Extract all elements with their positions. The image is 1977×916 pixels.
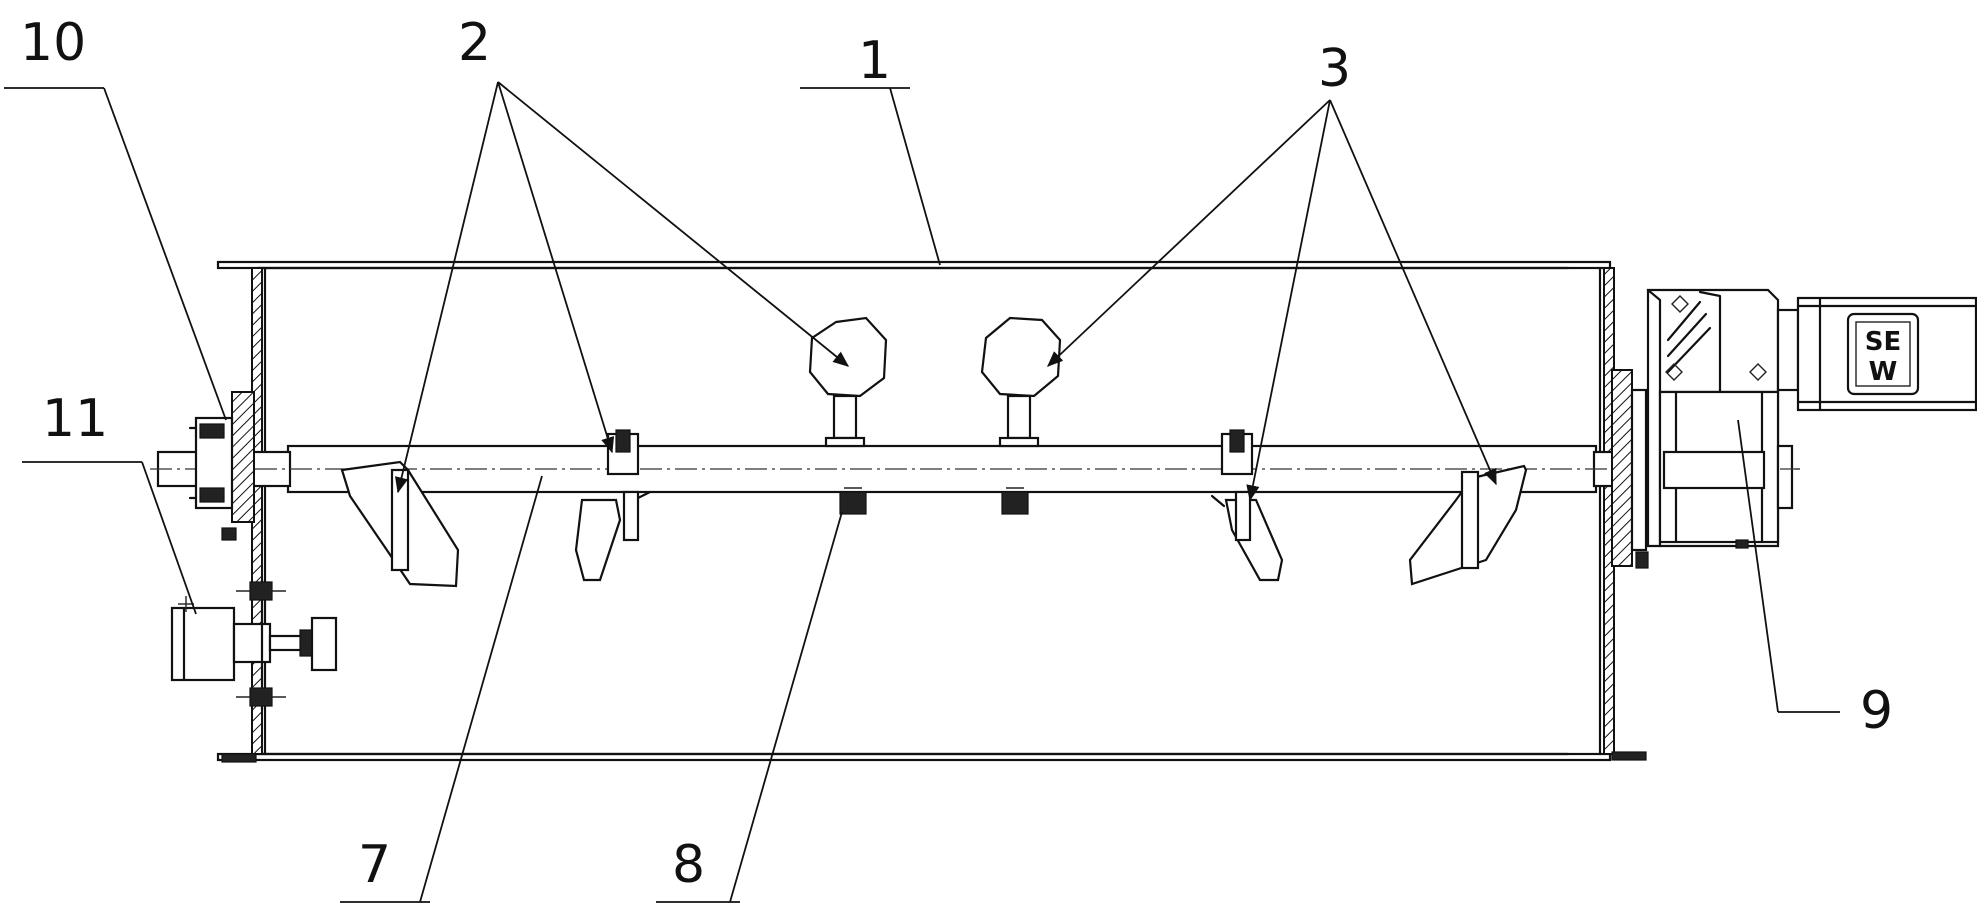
motor-logo-top: SE (1865, 327, 1902, 357)
label-8: 8 (672, 835, 705, 895)
label-3: 3 (1318, 39, 1351, 99)
label-2: 2 (458, 13, 491, 73)
label-9: 9 (1860, 681, 1893, 741)
motor-logo-bottom: W (1869, 357, 1898, 387)
leader-lines (4, 81, 1840, 903)
left-bearing-seat (188, 391, 255, 541)
label-7: 7 (358, 835, 391, 895)
label-11: 11 (42, 389, 108, 449)
trough-housing (216, 260, 1647, 763)
label-10: 10 (20, 13, 86, 73)
scraper-heads (808, 316, 1062, 448)
paddle-blades (340, 460, 1528, 588)
label-1: 1 (858, 31, 891, 91)
part-labels: 1 2 3 7 8 9 10 11 (20, 13, 1893, 895)
clamp-bolts (606, 429, 1254, 515)
drive-motor-reducer: SE W (1611, 288, 1977, 569)
speed-sensor-assembly (170, 578, 338, 712)
